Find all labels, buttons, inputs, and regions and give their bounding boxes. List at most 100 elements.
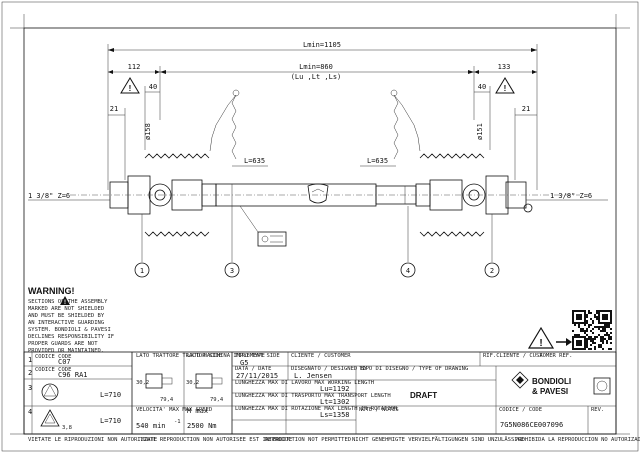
implement-side-label: LATO MACCHINA IMPLEMENT SIDE xyxy=(187,353,280,359)
callout-2: 2 xyxy=(484,214,500,278)
notes-label: NOTE / NOTES xyxy=(359,407,399,413)
right-offset-label: 133 xyxy=(498,63,511,71)
footer-text: TOUTE REPRODUCTION NON AUTORISEE EST INT… xyxy=(140,437,292,443)
guard-profile-icon xyxy=(41,383,59,401)
bondioli-pavesi-logo: BONDIOLI & PAVESI xyxy=(511,371,611,396)
tractor-yoke-icon xyxy=(145,373,173,389)
guard-warning-icon: ! A xyxy=(527,326,572,359)
code-label: CODICE / CODE xyxy=(499,407,542,413)
dim-40-left-label: 40 xyxy=(149,83,157,91)
dimension-21-right: 21 xyxy=(514,105,537,180)
brand-shield-icon xyxy=(307,183,329,204)
dimension-lmin-total: Lmin=1105 xyxy=(108,41,537,52)
row-4-length: L=710 xyxy=(100,417,121,425)
callout-3: 3 xyxy=(224,206,240,278)
l635-right: L=635 xyxy=(360,157,396,167)
type-value: G5 xyxy=(240,359,248,367)
row-3-length: L=710 xyxy=(100,391,121,399)
designed-by-value: L. Jensen xyxy=(294,372,332,380)
warning-inline-triangle-icon: ! xyxy=(60,296,70,306)
svg-text:!: ! xyxy=(504,84,507,93)
max-speed-value: 540 min xyxy=(136,422,166,430)
lmin-total-label: Lmin=1105 xyxy=(303,41,341,49)
spline-right-label: 1 3/8" Z=6 xyxy=(550,192,592,200)
row-4-number: 4 xyxy=(28,408,32,416)
torque-max-label: M max xyxy=(187,407,208,415)
title-block: 1 2 3 4 CODICE CODE C07 CODICE CODE C96 … xyxy=(23,351,617,435)
callout-4: 4 xyxy=(400,206,416,278)
footer-text: REPRODUCTION NOT PERMITTED xyxy=(265,437,351,443)
callout-3-label: 3 xyxy=(230,267,234,275)
dim-40-right-label: 40 xyxy=(478,83,486,91)
label-tag-icon xyxy=(239,205,287,247)
dim-79-4-a-label: 79,4 xyxy=(160,397,174,403)
dimension-lmin-tube: Lmin=860 (Lu ,Lt ,Ls) xyxy=(160,63,474,81)
brand-line-2: & PAVESI xyxy=(532,387,568,396)
lu-lt-ls-label: (Lu ,Lt ,Ls) xyxy=(291,73,342,81)
row-1-code-label: CODICE CODE xyxy=(35,354,71,360)
lmin-tube-label: Lmin=860 xyxy=(299,63,333,71)
callout-4-label: 4 xyxy=(406,267,410,275)
l635-right-label: L=635 xyxy=(367,157,388,165)
row-3-number: 3 xyxy=(28,384,32,392)
l635-left: L=635 xyxy=(232,157,268,167)
footer-text: VIETATE LE RIPRODUZIONI NON AUTORIZZATE xyxy=(28,437,157,443)
warning-line: DECLINES RESPONSIBILITY IF xyxy=(28,334,114,340)
customer-label: CLIENTE / CUSTOMER xyxy=(291,353,351,359)
svg-text:!: ! xyxy=(539,338,542,349)
dia-158-label: ø158 xyxy=(144,123,152,140)
row-1-number: 1 xyxy=(28,356,32,364)
date-label: DATA / DATE xyxy=(235,366,271,372)
dimension-21-left: 21 xyxy=(108,105,126,180)
callout-1-label: 1 xyxy=(140,267,144,275)
guard-label: A xyxy=(539,353,543,359)
dimension-right-offset: 133 xyxy=(474,63,537,74)
working-length-value: Lu=1192 xyxy=(320,385,350,393)
dimension-left-offset: 112 xyxy=(108,63,160,74)
warning-line: MARKED ARE NOT SHIELDED xyxy=(28,306,104,312)
qr-code xyxy=(572,310,612,350)
warning-line: PROPER GUARDS ARE NOT xyxy=(28,341,98,347)
dim-30-2-b-label: 30,2 xyxy=(186,380,199,386)
torque-max-value: 2500 Nm xyxy=(187,422,217,430)
row-2-code-label: CODICE CODE xyxy=(35,367,71,373)
warning-triangle-right-icon: ! xyxy=(495,77,515,94)
dia-151-label: ø151 xyxy=(476,123,484,140)
warning-line: PROVIDED OR MAINTAINED. xyxy=(28,348,104,354)
callout-2-label: 2 xyxy=(490,267,494,275)
warning-triangle-left-icon: ! xyxy=(120,77,140,94)
svg-text:!: ! xyxy=(64,300,66,306)
tube-profile-icon xyxy=(40,409,60,427)
dim-30-2-a-label: 30,2 xyxy=(136,380,149,386)
safety-chain-right xyxy=(390,89,421,160)
date-value: 27/11/2015 xyxy=(236,372,278,380)
type-label: TIPO-TYPE xyxy=(235,353,265,359)
implement-yoke-icon xyxy=(195,373,223,389)
warning-line: AND MUST BE SHIELDED BY xyxy=(28,313,105,319)
left-offset-label: 112 xyxy=(128,63,141,71)
working-length-label: LUNGHEZZA MAX DI LAVORO MAX WORKING LENG… xyxy=(235,380,374,386)
rotation-length-label: LUNGHEZZA MAX DI ROTAZIONE MAX LENGTH IN… xyxy=(235,406,397,412)
code-value: 7G5N086CE007096 xyxy=(500,421,563,429)
dim-79-4-b-label: 79,4 xyxy=(210,397,224,403)
transport-length-label: LUNGHEZZA MAX DI TRASPORTO MAX TRANSPORT… xyxy=(235,393,391,399)
warning-line: AN INTERACTIVE GUARDING xyxy=(28,320,104,326)
rotation-length-value: Ls=1358 xyxy=(320,411,350,419)
row-2-number: 2 xyxy=(28,369,32,377)
dimension-40-left: 40 xyxy=(144,83,160,150)
footer-disclaimer: VIETATE LE RIPRODUZIONI NON AUTORIZZATET… xyxy=(28,436,640,443)
dim-3-8-label: 3,8 xyxy=(62,425,72,431)
l635-left-label: L=635 xyxy=(244,157,265,165)
row-2-code-value: C96 RA1 xyxy=(58,371,88,379)
warning-line: SYSTEM. BONDIOLI & PAVESI xyxy=(28,327,111,333)
footer-text: NICHT GENEHMIGTE VERVIELFÄLTIGUNGEN SIND… xyxy=(352,436,524,443)
tractor-side-label: LATO TRATTORE TRACTOR SIDE xyxy=(136,353,222,359)
row-1-code-value: C07 xyxy=(58,358,71,366)
warning-block: WARNING! SECTIONS OF THE ASSEMBLYMARKED … xyxy=(28,286,114,354)
dim-21-left-label: 21 xyxy=(110,105,118,113)
designed-by-label: DISEGNATO / DESIGNED BY xyxy=(291,366,368,372)
max-speed-label: VELOCITA' MAX MAX SPEED xyxy=(136,407,212,413)
